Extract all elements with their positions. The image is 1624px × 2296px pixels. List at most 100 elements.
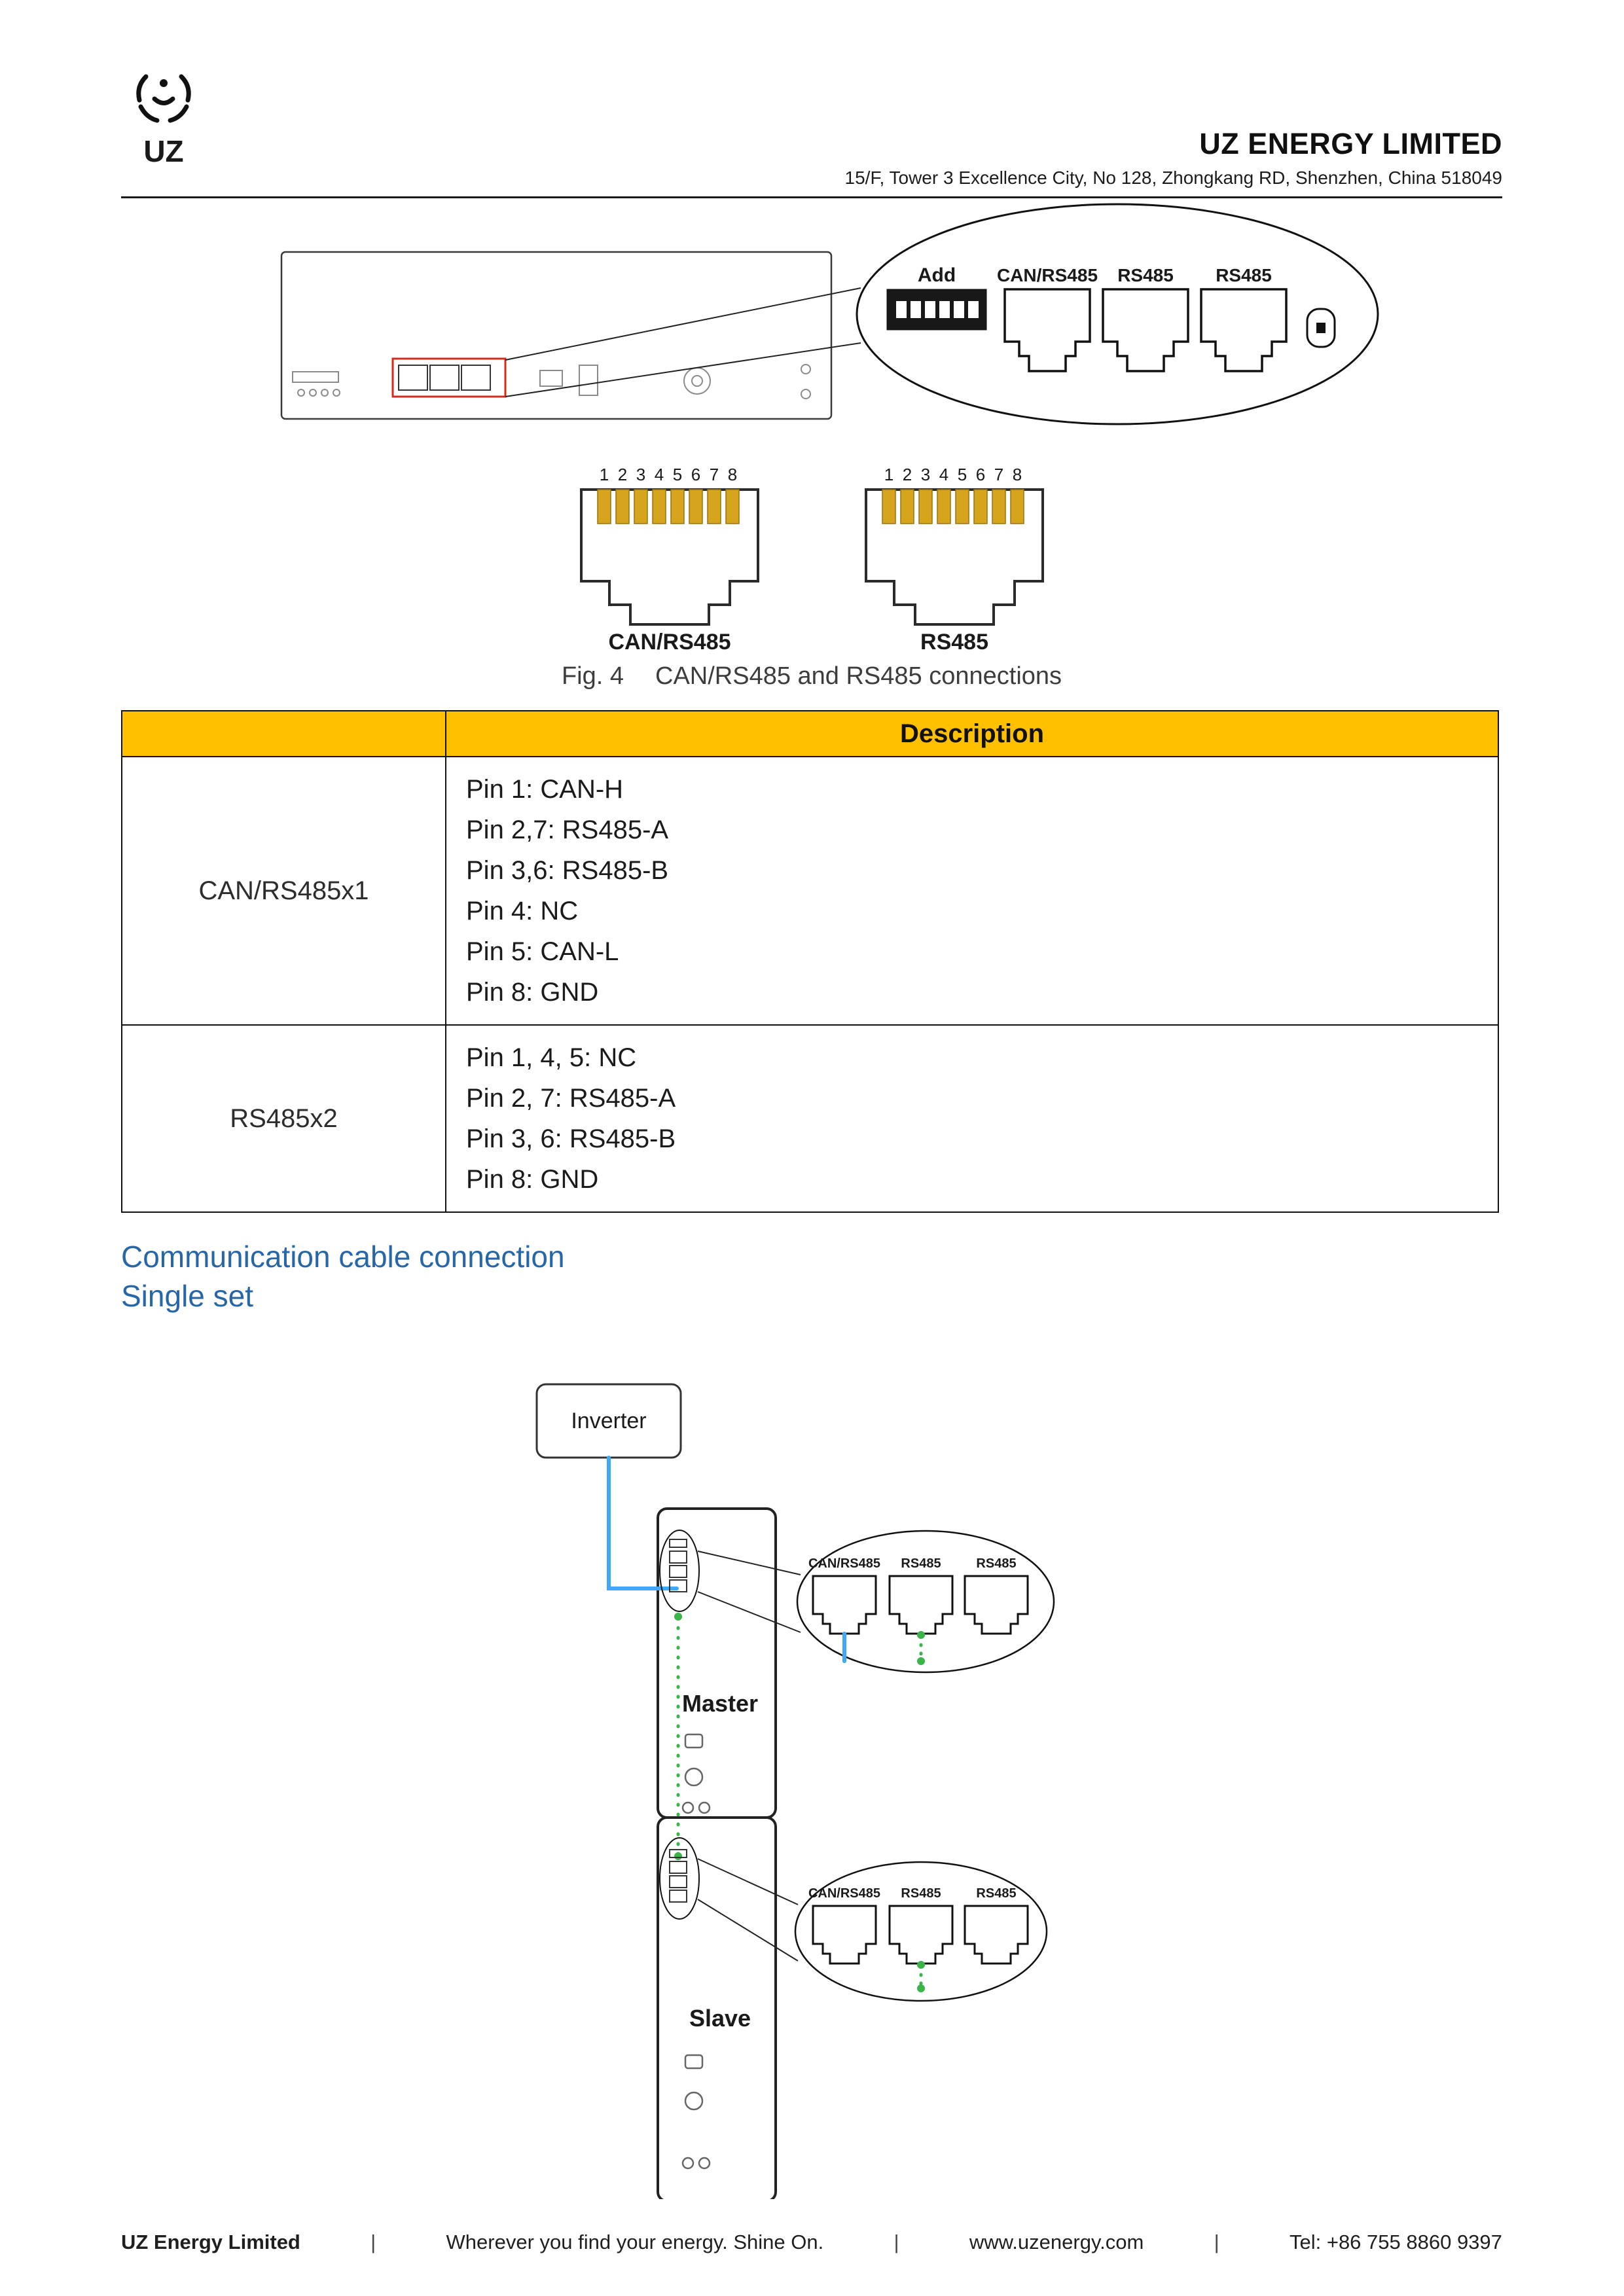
master-ports [669,1539,687,1592]
table-header-row: Description [121,710,1499,757]
svg-text:5: 5 [672,465,681,484]
svg-text:8: 8 [727,465,736,484]
rj45-pins [596,489,740,524]
svg-text:7: 7 [709,465,718,484]
company-name: UZ ENERGY LIMITED [1199,127,1502,160]
connection-table: Description CAN/RS485x1 Pin 1: CAN-H Pin… [121,710,1499,1213]
heading-communication-cable: Communication cable connection [121,1240,565,1274]
svg-text:3: 3 [636,465,645,484]
rj45-socket-outline [864,488,1044,626]
figure-caption: Fig. 4 CAN/RS485 and RS485 connections [121,662,1502,691]
rj45-socket-outline [579,488,759,626]
slave-label: Slave [689,2005,751,2032]
table-header-blank [121,710,446,757]
svg-text:7: 7 [994,465,1003,484]
pin-diagram-can-rs485: 1 2 3 4 5 6 7 8 CAN/RS485 [579,465,759,655]
figure-number: Fig. 4 [561,662,624,690]
pin-line: Pin 1, 4, 5: NC [466,1043,637,1072]
footer-separator: | [893,2231,899,2253]
footer-website: www.uzenergy.com [969,2231,1144,2253]
svg-text:4: 4 [654,465,663,484]
pin-line: Pin 8: GND [466,978,599,1007]
rj45-pins [881,489,1024,524]
callout-line-top [505,287,861,361]
svg-text:1: 1 [599,465,608,484]
pin-line: Pin 3, 6: RS485-B [466,1124,676,1153]
callout-port-label-can-rs485: CAN/RS485 [997,265,1098,285]
pin-line: Pin 5: CAN-L [466,937,619,966]
footer-company: UZ Energy Limited [121,2231,300,2253]
svg-text:3: 3 [920,465,929,484]
panel-button [1306,308,1336,348]
slave-port-label-rs485-2: RS485 [976,1886,1016,1901]
pin-numbers: 1 2 3 4 5 6 7 8 [884,465,1021,484]
green-dot [917,1961,925,1969]
svg-text:6: 6 [691,465,700,484]
header-company-block: UZ ENERGY LIMITED 15/F, Tower 3 Excellen… [845,127,1502,188]
callout-port-label-rs485-2: RS485 [1216,265,1272,285]
slave-ports [669,1849,687,1903]
row-name-can-rs485: CAN/RS485x1 [121,756,446,1026]
row-description-rs485: Pin 1, 4, 5: NC Pin 2, 7: RS485-A Pin 3,… [445,1024,1499,1213]
device-outline [280,251,833,420]
blue-cable-inverter [607,1456,679,1590]
pin-diagram-label: CAN/RS485 [608,630,731,655]
slave-callout-line-top [697,1858,799,1905]
logo-text: UZ [143,134,183,168]
pin-line: Pin 8: GND [466,1165,599,1194]
pin-diagram-row: 1 2 3 4 5 6 7 8 CAN/RS485 1 2 3 [121,458,1502,655]
slave-ports-highlight-oval [659,1837,700,1920]
dip-switch-keys [896,301,979,318]
footer-separator: | [370,2231,376,2253]
master-port-label-rs485-1: RS485 [901,1556,941,1571]
wiring-diagram: Inverter CAN/RS485 RS485 RS485 [535,1383,1055,2199]
green-dot [674,1613,682,1621]
green-dot [674,1852,682,1860]
figure-title: CAN/RS485 and RS485 connections [655,662,1062,690]
page-footer: UZ Energy Limited | Wherever you find yo… [121,2231,1502,2254]
master-module-icons [681,1733,711,1814]
master-callout-line-top [697,1551,801,1575]
slave-port-label-rs485-1: RS485 [901,1886,941,1901]
table-header-description: Description [445,710,1499,757]
svg-text:4: 4 [939,465,948,484]
slave-callout-jacks [812,1905,1029,1965]
add-label: Add [918,264,956,286]
row-name-rs485: RS485x2 [121,1024,446,1213]
table-row-rs485: RS485x2 Pin 1, 4, 5: NC Pin 2, 7: RS485-… [121,1024,1499,1213]
footer-tagline: Wherever you find your energy. Shine On. [446,2231,824,2253]
pin-line: Pin 2, 7: RS485-A [466,1084,676,1113]
inverter-label: Inverter [571,1408,646,1433]
svg-text:5: 5 [957,465,966,484]
slave-port-label-can-rs485: CAN/RS485 [808,1886,880,1901]
device-panel-figure: Add CAN/RS485 RS485 RS485 [280,203,1379,425]
pin-diagram-label: RS485 [920,630,988,655]
table-row-can-rs485: CAN/RS485x1 Pin 1: CAN-H Pin 2,7: RS485-… [121,756,1499,1026]
slave-module [657,1816,777,2199]
pin-numbers: 1 2 3 4 5 6 7 8 [599,465,736,484]
master-ports-highlight-oval [659,1530,700,1612]
green-dot [917,1657,925,1665]
callout-rj45-jacks [1003,288,1288,372]
heading-single-set: Single set [121,1279,254,1313]
svg-text:2: 2 [617,465,626,484]
svg-text:6: 6 [975,465,984,484]
svg-text:2: 2 [902,465,911,484]
pin-line: Pin 2,7: RS485-A [466,816,669,844]
master-callout-line-bottom [697,1591,801,1633]
master-port-label-can-rs485: CAN/RS485 [808,1556,880,1571]
pin-line: Pin 1: CAN-H [466,775,624,804]
page-header: UZ UZ ENERGY LIMITED 15/F, Tower 3 Excel… [121,62,1502,198]
uz-logo-icon: UZ [136,74,191,168]
slave-module-icons [681,2054,711,2170]
row-description-can-rs485: Pin 1: CAN-H Pin 2,7: RS485-A Pin 3,6: R… [445,756,1499,1026]
callout-port-label-rs485-1: RS485 [1117,265,1174,285]
port-highlight-box [391,357,507,398]
footer-separator: | [1214,2231,1219,2253]
master-port-label-rs485-2: RS485 [976,1556,1016,1571]
master-label: Master [682,1690,758,1717]
green-dot [917,1984,925,1992]
green-dot [917,1631,925,1639]
pin-line: Pin 3,6: RS485-B [466,856,669,885]
